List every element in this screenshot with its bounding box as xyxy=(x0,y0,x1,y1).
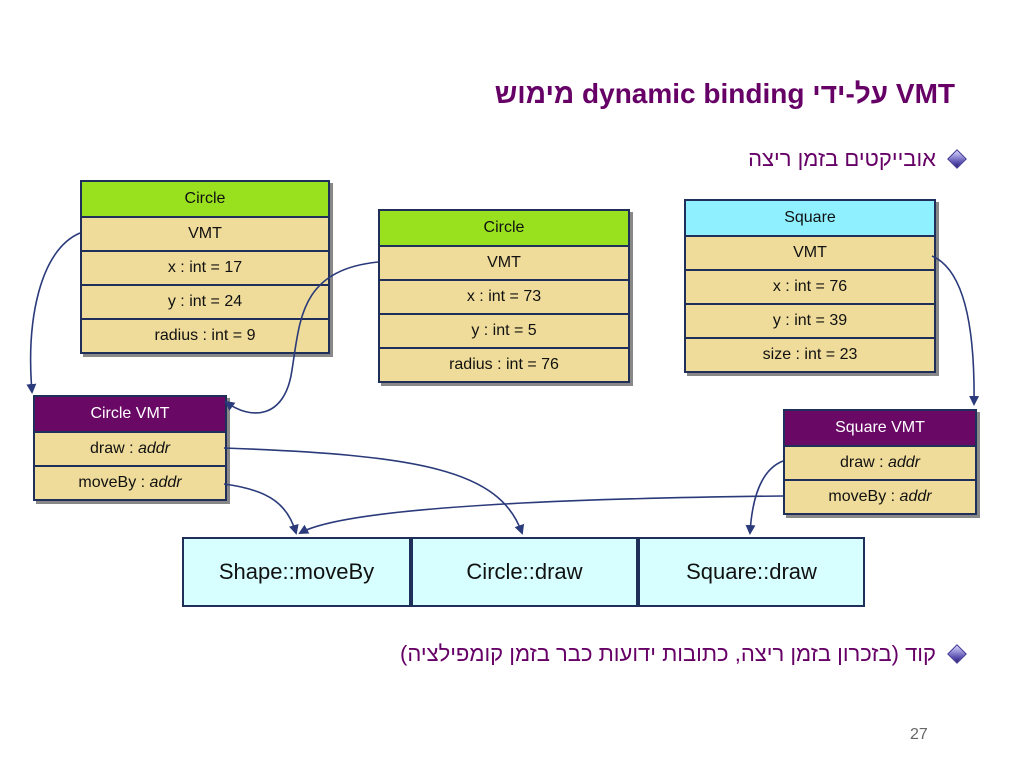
arrow-square-moveby xyxy=(298,495,784,534)
arrow-circle2-to-circle-vmt xyxy=(224,261,379,414)
circle-object-2-y: y : int = 5 xyxy=(380,313,628,347)
bullet-objects: אובייקטים בזמן ריצה xyxy=(748,146,967,172)
page-title: מימוש dynamic binding על-ידי VMT xyxy=(494,78,955,109)
circle-object-2-radius: radius : int = 76 xyxy=(380,347,628,381)
arrow-square-to-square-vmt xyxy=(931,255,980,406)
bullet-code: קוד (בזכרון בזמן ריצה, כתובות ידועות כבר… xyxy=(400,641,967,667)
square-vmt-header: Square VMT xyxy=(785,411,975,445)
arrow-circle-moveby xyxy=(223,483,299,535)
arrow-square-draw xyxy=(745,460,784,535)
circle-vmt-draw: draw : addr xyxy=(35,431,225,465)
code-circle-draw: Circle::draw xyxy=(411,537,638,607)
arrow-circle-draw xyxy=(223,447,525,535)
square-vmt-moveby: moveBy : addr xyxy=(785,479,975,513)
square-object-y: y : int = 39 xyxy=(686,303,934,337)
circle-object-2-header: Circle xyxy=(380,211,628,245)
circle-object-1-header: Circle xyxy=(82,182,328,216)
circle-object-2-x: x : int = 73 xyxy=(380,279,628,313)
code-square-draw: Square::draw xyxy=(638,537,865,607)
circle-vmt-table: Circle VMT draw : addr moveBy : addr xyxy=(33,395,227,501)
circle-object-1: Circle VMT x : int = 17 y : int = 24 rad… xyxy=(80,180,330,354)
square-object-size: size : int = 23 xyxy=(686,337,934,371)
circle-vmt-moveby: moveBy : addr xyxy=(35,465,225,499)
circle-object-1-vmt: VMT xyxy=(82,216,328,250)
circle-vmt-header: Circle VMT xyxy=(35,397,225,431)
bullet-objects-text: אובייקטים בזמן ריצה xyxy=(748,146,936,171)
bullet-code-text: קוד (בזכרון בזמן ריצה, כתובות ידועות כבר… xyxy=(400,641,936,666)
square-object-x: x : int = 76 xyxy=(686,269,934,303)
circle-object-1-radius: radius : int = 9 xyxy=(82,318,328,352)
square-vmt-table: Square VMT draw : addr moveBy : addr xyxy=(783,409,977,515)
square-object: Square VMT x : int = 76 y : int = 39 siz… xyxy=(684,199,936,373)
circle-object-2-vmt: VMT xyxy=(380,245,628,279)
square-vmt-draw: draw : addr xyxy=(785,445,975,479)
square-object-vmt: VMT xyxy=(686,235,934,269)
circle-object-1-y: y : int = 24 xyxy=(82,284,328,318)
code-shape-moveby: Shape::moveBy xyxy=(182,537,411,607)
square-object-header: Square xyxy=(686,201,934,235)
circle-object-1-x: x : int = 17 xyxy=(82,250,328,284)
arrow-circle1-to-circle-vmt xyxy=(26,232,81,394)
circle-object-2: Circle VMT x : int = 73 y : int = 5 radi… xyxy=(378,209,630,383)
page-number: 27 xyxy=(910,726,928,743)
